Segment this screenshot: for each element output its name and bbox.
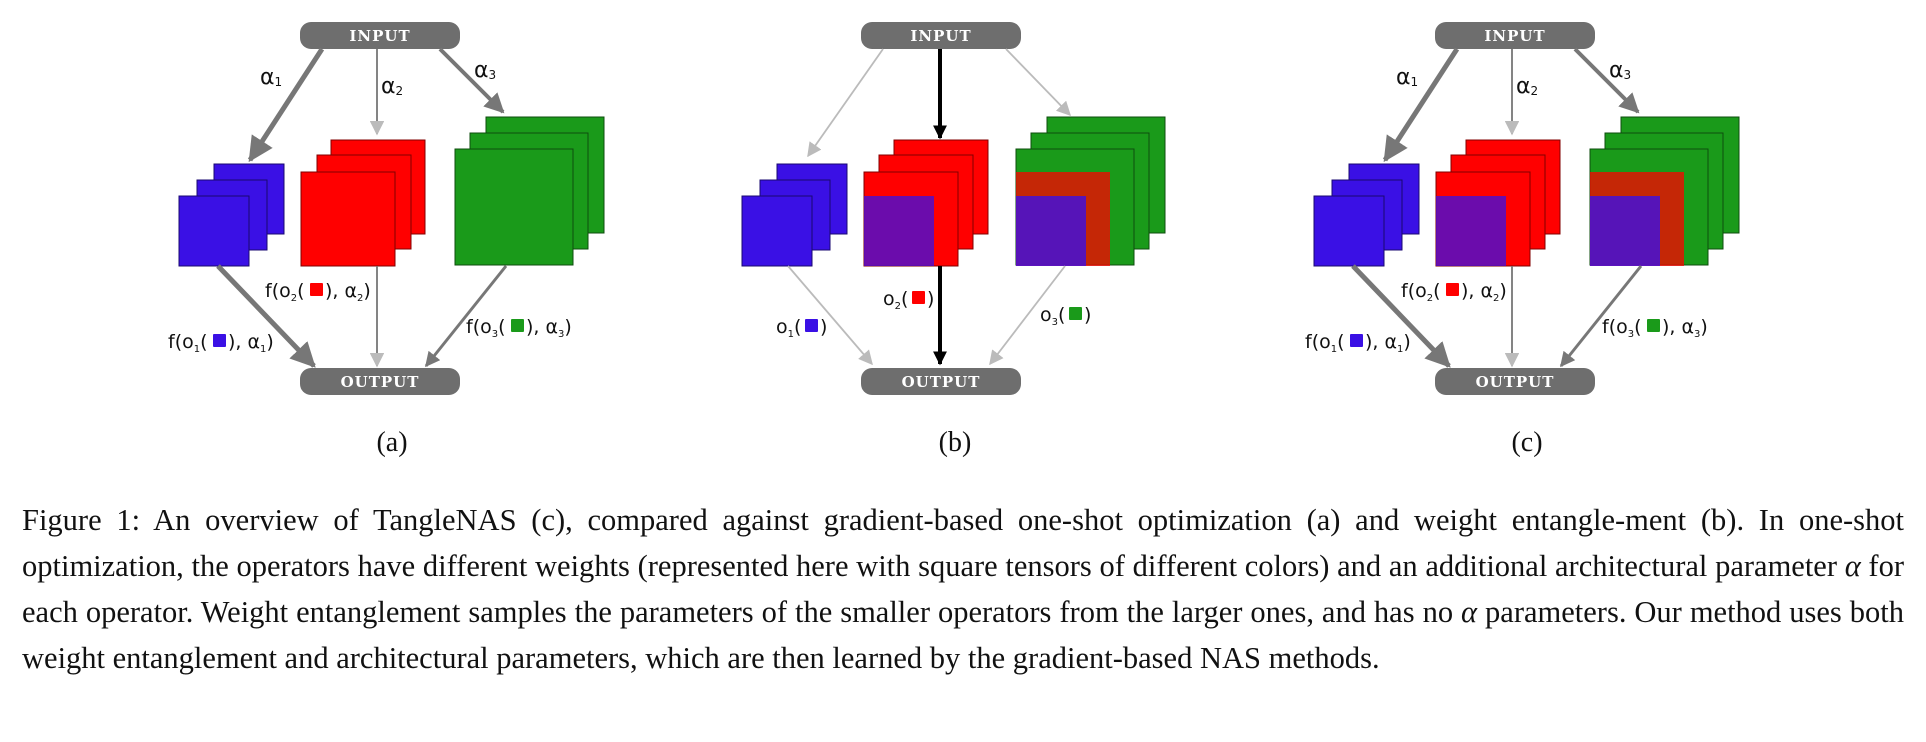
caption-text-1: Figure 1: An overview of TangleNAS (c), … [22, 503, 1904, 583]
red-tensor-stack [300, 139, 426, 267]
alpha-2-label: α2 [381, 74, 403, 99]
edge-alpha1 [247, 47, 325, 163]
input-node: INPUT [861, 22, 1021, 49]
panel-b: INPUT OUTPUT [741, 22, 1166, 458]
edge-out-1 [1351, 264, 1451, 368]
svg-text:f(o3(: f(o3( [1602, 316, 1642, 340]
caption-alpha-1: α [1844, 549, 1861, 583]
edge-label-o1: o1( ) [776, 316, 827, 340]
edge-alpha1 [1382, 47, 1460, 163]
svg-text:), α3): ), α3) [526, 316, 572, 340]
svg-text:o1(: o1( [776, 316, 801, 340]
svg-text:f(o1(: f(o1( [1305, 331, 1345, 355]
svg-text:): ) [927, 288, 934, 310]
figure-caption: Figure 1: An overview of TangleNAS (c), … [22, 497, 1904, 681]
edge-out-3 [989, 265, 1066, 366]
output-node: OUTPUT [300, 368, 460, 395]
svg-text:), α2): ), α2) [1461, 280, 1507, 304]
svg-text:f(o1(: f(o1( [168, 331, 208, 355]
edge-out-1 [216, 264, 316, 368]
alpha-3-label: α3 [474, 58, 496, 83]
green-tensor-stack [1015, 116, 1166, 266]
svg-text:), α2): ), α2) [325, 280, 371, 304]
caption-text-3: parameters. Our method uses both weight … [22, 595, 1904, 675]
figure-1-diagram: INPUT OUTPUT α1 α2 α3 [168, 22, 1740, 458]
caption-text-2: for each operator. Weight entanglement s… [22, 549, 1904, 629]
svg-text:OUTPUT: OUTPUT [341, 373, 420, 391]
green-tensor-stack [1589, 116, 1740, 266]
blue-tensor-stack [178, 163, 285, 267]
svg-text:OUTPUT: OUTPUT [902, 373, 981, 391]
caption-alpha-2: α [1461, 595, 1478, 629]
output-node: OUTPUT [1435, 368, 1595, 395]
blue-tensor-stack [741, 163, 848, 267]
panel-a: INPUT OUTPUT α1 α2 α3 [168, 22, 605, 458]
red-tensor-stack [1435, 139, 1561, 267]
edge-out-1 [787, 265, 873, 366]
alpha-2-label: α2 [1516, 74, 1538, 99]
edge-label-o1: f(o1( ), α1) [1305, 331, 1411, 355]
svg-text:OUTPUT: OUTPUT [1476, 373, 1555, 391]
alpha-3-label: α3 [1609, 58, 1631, 83]
edge-label-o2: f(o2( ), α2) [265, 280, 371, 304]
svg-text:f(o2(: f(o2( [1401, 280, 1441, 304]
panel-a-sublabel: (a) [376, 427, 407, 458]
edge-label-o3: f(o3( ), α3) [466, 316, 572, 340]
svg-text:): ) [1084, 304, 1091, 326]
green-tensor-stack [454, 116, 605, 266]
edge-in-1 [807, 48, 884, 158]
svg-text:o3(: o3( [1040, 304, 1065, 328]
panel-c-sublabel: (c) [1511, 427, 1542, 458]
alpha-1-label: α1 [260, 65, 282, 90]
edge-label-o1: f(o1( ), α1) [168, 331, 274, 355]
panel-b-sublabel: (b) [939, 427, 972, 458]
edge-label-o2: o2( ) [883, 288, 934, 312]
edge-out-3 [424, 265, 508, 368]
edge-label-o2: f(o2( ), α2) [1401, 280, 1507, 304]
svg-text:INPUT: INPUT [1484, 27, 1545, 45]
svg-text:), α1): ), α1) [1365, 331, 1411, 355]
edge-out-3 [1559, 265, 1643, 368]
alpha-1-label: α1 [1396, 65, 1418, 90]
edge-label-o3: o3( ) [1040, 304, 1091, 328]
edge-alpha3 [1573, 47, 1640, 114]
svg-text:INPUT: INPUT [910, 27, 971, 45]
blue-tensor-stack [1313, 163, 1420, 267]
edge-alpha3 [438, 47, 505, 114]
red-tensor-stack [863, 139, 989, 267]
svg-text:), α1): ), α1) [228, 331, 274, 355]
svg-text:): ) [820, 316, 827, 338]
svg-text:f(o3(: f(o3( [466, 316, 506, 340]
input-node: INPUT [1435, 22, 1595, 49]
input-node: INPUT [300, 22, 460, 49]
edge-label-o3: f(o3( ), α3) [1602, 316, 1708, 340]
svg-text:), α3): ), α3) [1662, 316, 1708, 340]
edge-in-3 [1005, 48, 1072, 117]
svg-text:f(o2(: f(o2( [265, 280, 305, 304]
svg-text:o2(: o2( [883, 288, 908, 312]
svg-text:INPUT: INPUT [349, 27, 410, 45]
output-node: OUTPUT [861, 368, 1021, 395]
panel-c: INPUT OUTPUT α1 α2 α3 [1305, 22, 1740, 458]
